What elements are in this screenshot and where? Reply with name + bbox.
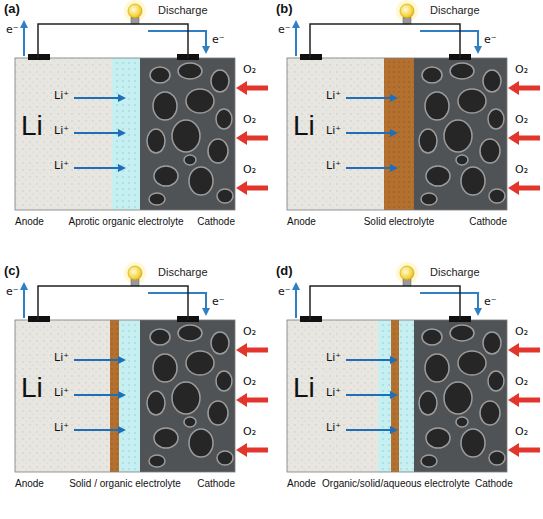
- oxygen-label: O₂: [243, 326, 256, 339]
- electron-label: e⁻: [278, 286, 291, 299]
- anode-block: LiLi⁺Li⁺Li⁺Anode: [287, 58, 384, 210]
- oxygen-label: O₂: [515, 114, 528, 127]
- aqueous-electrolyte-band: [399, 320, 414, 472]
- process-label: Discharge: [158, 266, 208, 279]
- ion-label: Li⁺: [326, 160, 341, 173]
- oxygen-label: O₂: [515, 426, 528, 439]
- part-name: Solid / organic electrolyte: [69, 478, 181, 490]
- ion-label: Li⁺: [326, 125, 341, 138]
- cathode-block: Cathode: [414, 320, 507, 472]
- part-name: Anode: [287, 478, 316, 490]
- ion-label: Li⁺: [326, 387, 341, 400]
- ion-label: Li⁺: [326, 352, 341, 365]
- ion-label: Li⁺: [54, 125, 69, 138]
- ion-label: Li⁺: [326, 90, 341, 103]
- circuit-wire: [310, 24, 460, 58]
- panel-d-illustration: [287, 262, 540, 472]
- oxygen-label: O₂: [243, 64, 256, 77]
- oxygen-label: O₂: [243, 114, 256, 127]
- part-name: Solid electrolyte: [364, 216, 435, 228]
- anode-block: LiLi⁺Li⁺Li⁺Anode: [287, 320, 378, 472]
- oxygen-label: O₂: [243, 426, 256, 439]
- electron-label: e⁻: [484, 296, 497, 309]
- element-symbol: Li: [21, 110, 43, 142]
- process-label: Discharge: [430, 4, 480, 17]
- panel-letter: (d): [276, 264, 293, 279]
- ion-label: Li⁺: [54, 90, 69, 103]
- ion-label: Li⁺: [54, 160, 69, 173]
- electron-label: e⁻: [212, 296, 225, 309]
- electron-label: e⁻: [6, 24, 19, 37]
- oxygen-label: O₂: [243, 164, 256, 177]
- part-name: Cathode: [475, 478, 513, 490]
- part-name: Organic/solid/aqueous electrolyte: [322, 478, 470, 490]
- panel-letter: (c): [4, 264, 20, 279]
- electron-label: e⁻: [6, 286, 19, 299]
- circuit-wire: [38, 286, 188, 320]
- electrolyte-block: Solid / organic electrolyte: [110, 320, 140, 472]
- cathode-block: Cathode: [140, 320, 235, 472]
- cathode-block: Cathode: [140, 58, 235, 210]
- part-name: Cathode: [197, 478, 235, 490]
- part-name: Cathode: [469, 216, 507, 228]
- oxygen-label: O₂: [515, 326, 528, 339]
- panel-letter: (b): [276, 2, 293, 17]
- panel-letter: (a): [4, 2, 20, 17]
- panel-c-illustration: [15, 262, 268, 472]
- oxygen-label: O₂: [243, 376, 256, 389]
- electron-label: e⁻: [484, 34, 497, 47]
- element-symbol: Li: [293, 110, 315, 142]
- anode-block: LiLi⁺Li⁺Li⁺Anode: [15, 58, 112, 210]
- part-name: Anode: [15, 478, 44, 490]
- circuit-wire: [38, 24, 188, 58]
- oxygen-label: O₂: [515, 64, 528, 77]
- ion-label: Li⁺: [54, 387, 69, 400]
- part-name: Cathode: [197, 216, 235, 228]
- ion-label: Li⁺: [54, 352, 69, 365]
- part-name: Anode: [287, 216, 316, 228]
- process-label: Discharge: [158, 4, 208, 17]
- element-symbol: Li: [21, 372, 43, 404]
- ion-label: Li⁺: [326, 422, 341, 435]
- element-symbol: Li: [293, 372, 315, 404]
- oxygen-label: O₂: [515, 164, 528, 177]
- process-label: Discharge: [430, 266, 480, 279]
- part-name: Anode: [15, 216, 44, 228]
- part-name: Aprotic organic electrolyte: [68, 216, 183, 228]
- panel-a-illustration: [15, 0, 268, 210]
- panel-b-illustration: [287, 0, 540, 210]
- electron-label: e⁻: [278, 24, 291, 37]
- cathode-block: Cathode: [414, 58, 507, 210]
- electrolyte-block: Organic/solid/aqueous electrolyte: [378, 320, 414, 472]
- electrolyte-block: Aprotic organic electrolyte: [112, 58, 140, 210]
- electron-label: e⁻: [212, 34, 225, 47]
- electrolyte-block: Solid electrolyte: [384, 58, 414, 210]
- ion-label: Li⁺: [54, 422, 69, 435]
- oxygen-label: O₂: [515, 376, 528, 389]
- circuit-wire: [310, 286, 460, 320]
- anode-block: LiLi⁺Li⁺Li⁺Anode: [15, 320, 110, 472]
